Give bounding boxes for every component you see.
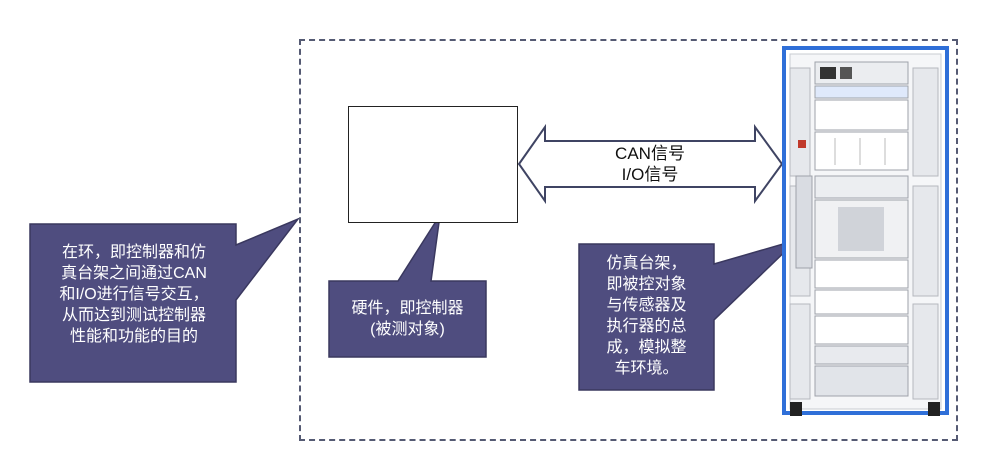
- system-boundary-frame: [299, 39, 958, 441]
- callout-right-line: 仿真台架，: [606, 255, 687, 272]
- callout-left-shape: [29, 217, 301, 383]
- signal-label: CAN信号 I/O信号: [590, 143, 710, 185]
- callout-left-line: 性能和功能的目的: [69, 328, 198, 345]
- signal-can-label: CAN信号: [615, 144, 685, 163]
- callout-right-line: 即被控对象: [606, 276, 687, 293]
- ecu-image-frame: [348, 106, 518, 223]
- callout-left-text: 在环，即控制器和仿 真台架之间通过CAN 和I/O进行信号交互， 从而达到测试控…: [36, 242, 232, 347]
- callout-left-line: 和I/O进行信号交互，: [59, 286, 209, 303]
- callout-left-line: 从而达到测试控制器: [61, 307, 206, 324]
- callout-right-line: 车环境。: [614, 360, 679, 377]
- signal-io-label: I/O信号: [621, 165, 679, 184]
- callout-right-text: 仿真台架， 即被控对象 与传感器及 执行器的总 成，模拟整 车环境。: [581, 253, 712, 379]
- callout-right-line: 成，模拟整: [606, 339, 687, 356]
- simulation-rack-image: [782, 46, 949, 416]
- callout-middle-shape: [328, 214, 487, 358]
- callout-left-line: 真台架之间通过CAN: [61, 265, 207, 282]
- callout-middle-line: 硬件，即控制器: [351, 300, 464, 317]
- callout-right-shape: [578, 239, 798, 391]
- callout-right-line: 执行器的总: [606, 318, 687, 335]
- callout-right-line: 与传感器及: [606, 297, 687, 314]
- callout-middle-line: (被测对象): [370, 321, 445, 338]
- callout-middle-text: 硬件，即控制器 (被测对象): [331, 298, 484, 340]
- callout-left-line: 在环，即控制器和仿: [61, 244, 206, 261]
